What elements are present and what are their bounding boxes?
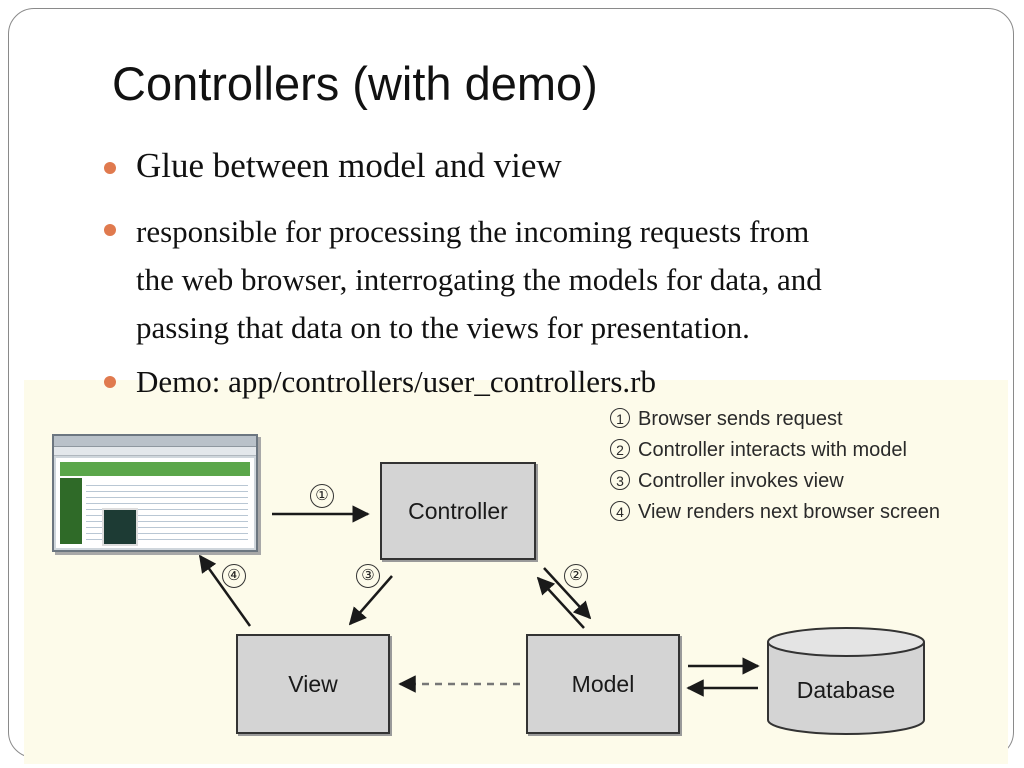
arrow-controller-to-model	[543, 567, 592, 620]
bullet-item: Glue between model and view	[104, 146, 562, 186]
bullet-dot-icon	[104, 376, 116, 388]
bullet-item: responsible for processing the incoming …	[104, 208, 822, 352]
bullet-text-line: passing that data on to the views for pr…	[136, 310, 750, 345]
bullet-text: Glue between model and view	[136, 146, 562, 185]
legend-item: 1 Browser sends request	[610, 404, 940, 435]
slide-title: Controllers (with demo)	[112, 57, 598, 110]
legend-item: 3 Controller invokes view	[610, 466, 940, 497]
step-1-marker: ①	[310, 484, 334, 508]
arrow-model-to-controller	[536, 576, 585, 629]
step-2-marker: ②	[564, 564, 588, 588]
database-label: Database	[796, 676, 896, 703]
view-box: View	[236, 634, 390, 734]
legend-number: 4	[610, 500, 630, 521]
legend-number: 2	[610, 438, 630, 459]
bullet-dot-icon	[104, 162, 116, 174]
browser-window-icon	[52, 434, 258, 552]
legend-number: 3	[610, 469, 630, 490]
mvc-diagram: Controller View Model Database ① ② ③ ④ 1…	[24, 380, 1008, 764]
bullet-text-line: responsible for processing the incoming …	[136, 214, 810, 249]
step-4-marker: ④	[222, 564, 246, 588]
diagram-arrows	[198, 505, 925, 735]
legend-text: View renders next browser screen	[638, 501, 940, 523]
legend-text: Controller interacts with model	[638, 439, 907, 461]
controller-box: Controller	[380, 462, 536, 560]
arrow-controller-to-view	[348, 575, 393, 626]
diagram-legend: 1 Browser sends request 2 Controller inter…	[610, 404, 940, 528]
bullet-text: Demo: app/controllers/user_controllers.r…	[136, 364, 656, 399]
bullet-item: Demo: app/controllers/user_controllers.r…	[104, 362, 656, 402]
legend-number: 1	[610, 407, 630, 428]
legend-item: 4 View renders next browser screen	[610, 497, 940, 528]
legend-item: 2 Controller interacts with model	[610, 435, 940, 466]
step-3-marker: ③	[356, 564, 380, 588]
arrow-view-to-browser	[198, 554, 252, 627]
database-cylinder-icon	[767, 627, 925, 735]
model-box: Model	[526, 634, 680, 734]
bullet-dot-icon	[104, 224, 116, 236]
legend-text: Controller invokes view	[638, 470, 844, 492]
bullet-text-line: the web browser, interrogating the model…	[136, 262, 822, 297]
legend-text: Browser sends request	[638, 408, 843, 430]
